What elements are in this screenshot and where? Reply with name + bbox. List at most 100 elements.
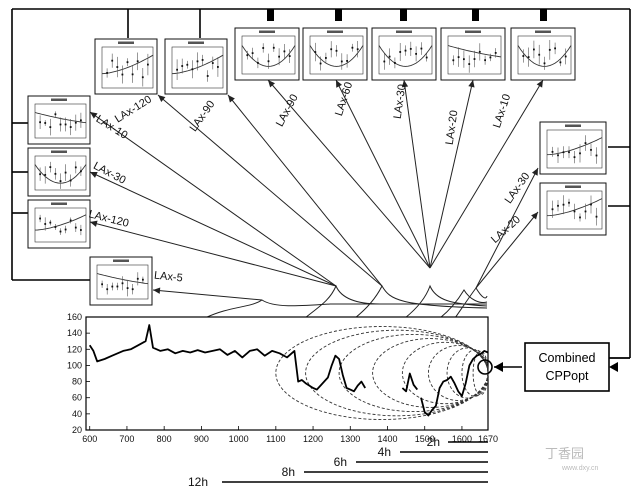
thumbnail-point <box>39 173 41 176</box>
y-tick-label: 100 <box>67 360 82 370</box>
thumbnail-point <box>554 47 556 50</box>
thumbnail-point <box>176 68 178 71</box>
x-tick-label: 1100 <box>266 434 285 444</box>
thumbnail-point <box>557 204 559 207</box>
thumbnail-point <box>80 119 82 122</box>
thumbnail-left-lax10 <box>27 95 91 145</box>
arrow-left-lax30 <box>89 171 337 287</box>
thumbnail-point <box>340 60 343 63</box>
thumbnail-title-mark <box>565 124 581 127</box>
thumbnail-fit-curve <box>101 54 154 75</box>
thumbnail-point <box>74 166 77 169</box>
x-tick-label: 600 <box>82 434 97 444</box>
thumbnail-title-mark <box>535 30 551 33</box>
combined-cppopt-box: Combined CPPopt <box>494 342 630 392</box>
thumbnail-point <box>116 66 119 68</box>
x-tick-label: 1200 <box>303 434 323 444</box>
thumbnail-fit-curve <box>34 214 87 231</box>
arrow-label-left-lax5: LAx-5 <box>153 270 183 285</box>
thumbnail-point <box>74 121 77 124</box>
thumbnail-point <box>64 123 67 126</box>
thumbnail-point <box>39 217 41 220</box>
thumbnail-point <box>80 229 82 231</box>
arrow-top-lax10 <box>429 79 544 269</box>
thumbnail-axes <box>96 264 149 300</box>
thumbnail-point <box>538 53 541 56</box>
watermark-text: 丁香园 <box>545 446 584 461</box>
thumbnail-point <box>356 48 359 51</box>
thumbnail-point <box>59 123 62 126</box>
thumbnail-point <box>206 75 209 77</box>
x-tick-label: 700 <box>119 434 134 444</box>
thumbnail-point <box>267 60 270 63</box>
thumbnail-fit-curve <box>546 137 603 156</box>
thumbnail-left-lax120 <box>27 199 91 249</box>
arrowhead-left-lax30 <box>90 172 98 178</box>
thumbnail-point <box>548 48 551 51</box>
thumbnail-axes <box>34 155 87 191</box>
combined-label-line1: Combined <box>539 351 596 365</box>
thumbnail-point <box>409 47 412 50</box>
thumbnail-point <box>478 50 481 53</box>
x-tick-label: 800 <box>157 434 172 444</box>
thumbnail-axes <box>517 35 572 75</box>
x-tick-label: 1400 <box>377 434 397 444</box>
thumbnail-point <box>116 285 119 288</box>
x-tick-label: 900 <box>194 434 209 444</box>
arrowhead-top-lax120 <box>158 95 166 102</box>
thumbnail-point <box>314 51 317 53</box>
thumbnail-point <box>191 68 194 71</box>
thumbnail-title-mark <box>188 41 204 44</box>
thumbnail-point <box>590 203 592 206</box>
thumbnail-point <box>584 142 587 145</box>
window-brackets <box>204 284 488 319</box>
thumbnail-axes <box>378 35 433 75</box>
thumbnail-point <box>201 59 204 61</box>
thumbnail-title-mark <box>113 259 129 262</box>
thumbnail-point <box>59 180 62 183</box>
thumbnail-top-lax60 <box>302 27 368 81</box>
thumbnail-point <box>394 62 396 64</box>
cppopt-marker <box>477 359 493 375</box>
thumbnail-point <box>579 152 581 155</box>
y-tick-label: 80 <box>72 377 82 387</box>
thumbnail-point <box>64 228 67 231</box>
window-label-8h: 8h <box>282 465 295 479</box>
thumbnail-point <box>141 76 144 79</box>
thumbnail-point <box>335 49 338 52</box>
thumbnail-top-lax10 <box>510 27 576 81</box>
arrow-top-lax30 <box>403 79 431 269</box>
thumbnail-point <box>420 47 423 50</box>
thumbnail-right-lax30 <box>539 121 607 175</box>
y-tick-label: 40 <box>72 409 82 419</box>
arrowhead-top-lax90b <box>268 80 275 88</box>
x-tick-label: 1670 <box>478 434 498 444</box>
arrowhead-top-lax30 <box>401 80 409 88</box>
connector-frame <box>11 8 631 359</box>
thumbnail-title-mark <box>51 150 67 153</box>
thumbnail-point <box>527 56 530 58</box>
thumbnail-point <box>522 55 525 57</box>
thumbnail-point <box>186 63 189 66</box>
thumbnail-point <box>584 210 587 213</box>
thumbnail-point <box>468 63 471 65</box>
thumbnail-frame <box>539 121 607 175</box>
cpp-series-1 <box>401 372 419 393</box>
thumbnail-frame <box>539 182 607 236</box>
thumbnail-point <box>136 60 139 63</box>
combined-label-line2: CPPopt <box>545 369 589 383</box>
thumbnail-title-mark <box>118 41 134 44</box>
watermark: 丁香园 www.dxy.cn <box>545 446 599 472</box>
thumbnail-top-lax120 <box>94 38 158 95</box>
thumbnail-point <box>126 287 129 290</box>
x-tick-label: 1000 <box>229 434 249 444</box>
arrowhead-top-lax60 <box>336 80 342 88</box>
arrow-right-lax20 <box>475 211 539 289</box>
arrow-label-top-lax10: LAx-10 <box>491 93 513 130</box>
thumbnail-point <box>54 113 57 116</box>
arrowhead-top-lax90 <box>228 95 235 103</box>
arrow-top-lax90 <box>227 94 383 287</box>
thumbnail-point <box>283 50 286 53</box>
